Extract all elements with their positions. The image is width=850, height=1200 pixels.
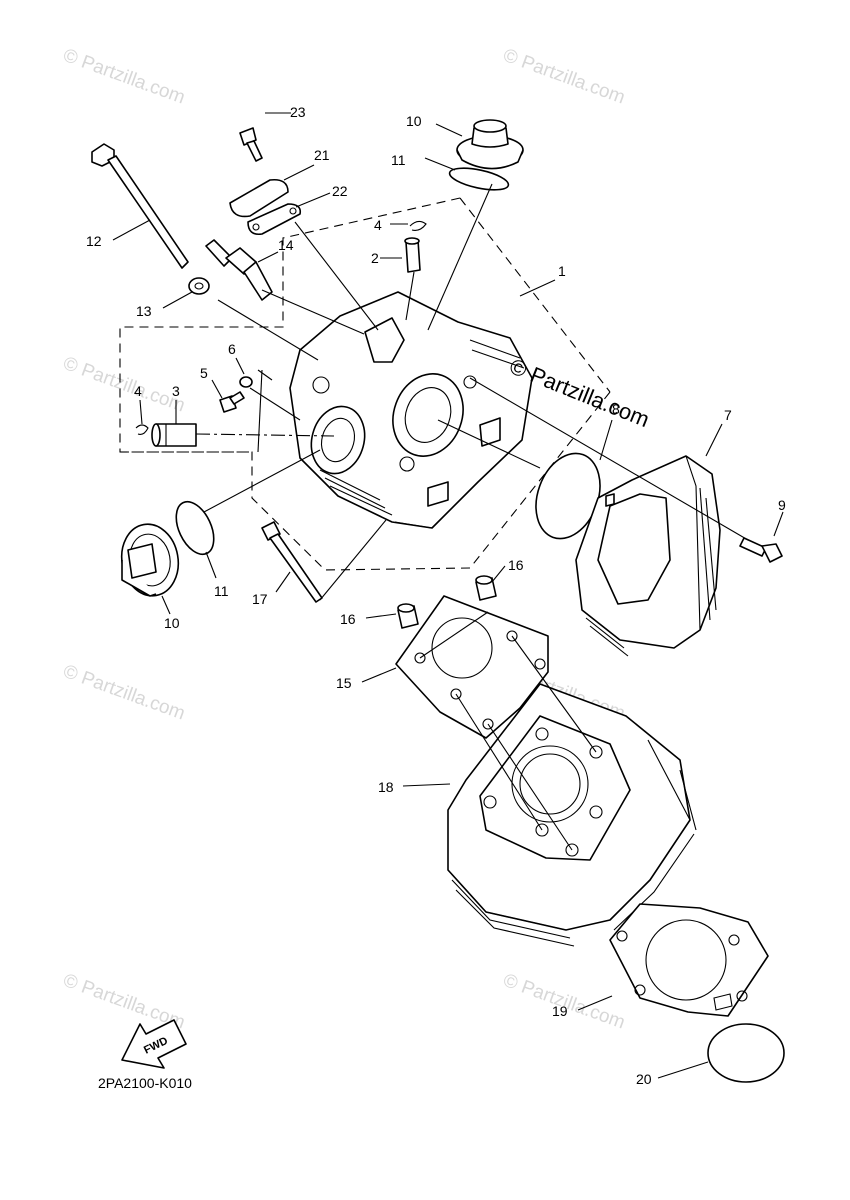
clip-4-lower bbox=[135, 424, 149, 435]
watermark: © Partzilla.com bbox=[60, 353, 187, 417]
assembly-outline bbox=[119, 197, 611, 571]
callout-9: 9 bbox=[778, 497, 786, 513]
callout-3: 3 bbox=[172, 383, 180, 399]
callout-12: 12 bbox=[86, 233, 102, 249]
spark-plug-14 bbox=[205, 239, 273, 301]
callout-21: 21 bbox=[314, 147, 330, 163]
callout-1: 1 bbox=[558, 263, 566, 279]
callout-20: 20 bbox=[636, 1071, 652, 1087]
bolt-17 bbox=[261, 521, 323, 603]
head-gasket-15 bbox=[395, 595, 549, 739]
watermark: © Partzilla.com bbox=[60, 661, 187, 725]
callout-5: 5 bbox=[200, 365, 208, 381]
clip-4-upper bbox=[409, 220, 427, 231]
o-ring-11-upper bbox=[448, 167, 510, 191]
callout-18: 18 bbox=[378, 779, 394, 795]
watermark: © Partzilla.com bbox=[500, 970, 627, 1034]
callouts: 1 2 3 4 4 5 6 7 8 9 10 10 11 11 12 13 14… bbox=[86, 104, 786, 1087]
callout-22: 22 bbox=[332, 183, 348, 199]
callout-19: 19 bbox=[552, 1003, 568, 1019]
callout-4: 4 bbox=[134, 383, 142, 399]
callout-11: 11 bbox=[214, 583, 229, 599]
washer-6 bbox=[239, 376, 253, 388]
leader-lines bbox=[112, 112, 784, 1079]
valve-guide-3 bbox=[151, 423, 197, 447]
cover-plate-21 bbox=[229, 178, 289, 218]
callout-16: 16 bbox=[340, 611, 356, 627]
base-gasket-19 bbox=[609, 903, 769, 1017]
callout-11: 11 bbox=[391, 152, 406, 168]
callout-16: 16 bbox=[508, 557, 524, 573]
callout-15: 15 bbox=[336, 675, 352, 691]
callout-7: 7 bbox=[724, 407, 732, 423]
bolt-5 bbox=[219, 391, 245, 413]
stud-bolt-12 bbox=[91, 143, 189, 269]
callout-8: 8 bbox=[612, 401, 620, 417]
fwd-arrow-icon: FWD bbox=[121, 1019, 187, 1069]
callout-6: 6 bbox=[228, 341, 236, 357]
callout-4: 4 bbox=[374, 217, 382, 233]
callout-13: 13 bbox=[136, 303, 152, 319]
washer-13 bbox=[188, 277, 210, 295]
head-cover-7 bbox=[575, 455, 721, 657]
bolt-9 bbox=[739, 537, 783, 563]
watermark: © Partzilla.com bbox=[60, 45, 187, 109]
cylinder-head bbox=[289, 291, 533, 529]
callout-17: 17 bbox=[252, 591, 268, 607]
valve-cap-10-upper bbox=[456, 119, 524, 170]
valve-cap-10-lower bbox=[120, 523, 180, 597]
bolt-23 bbox=[239, 127, 263, 162]
gasket-22 bbox=[247, 203, 302, 236]
callout-2: 2 bbox=[371, 250, 379, 266]
dowel-16-right bbox=[475, 575, 497, 601]
o-ring-20 bbox=[707, 1023, 785, 1083]
callout-10: 10 bbox=[164, 615, 180, 631]
callout-14: 14 bbox=[278, 237, 294, 253]
cylinder-18 bbox=[447, 683, 697, 947]
diagram-code: 2PA2100-K010 bbox=[98, 1075, 192, 1091]
valve-guide-2 bbox=[404, 237, 421, 273]
callout-23: 23 bbox=[290, 104, 306, 120]
callout-10: 10 bbox=[406, 113, 422, 129]
watermark: © Partzilla.com bbox=[500, 45, 627, 109]
dowel-16-left bbox=[397, 603, 419, 629]
